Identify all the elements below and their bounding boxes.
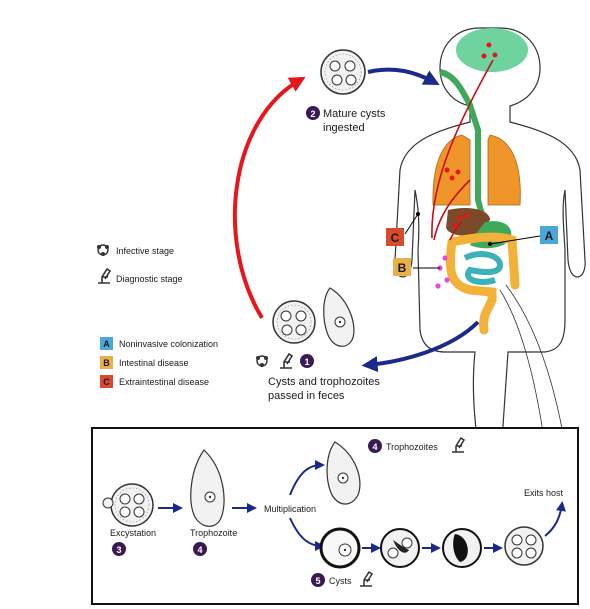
cyst-seq-4 xyxy=(504,526,544,566)
step-2-number: 2 xyxy=(310,109,315,119)
step-5-badge xyxy=(311,573,325,587)
label-c-box: C xyxy=(386,212,420,246)
diagnostic-stage-icon xyxy=(98,267,112,284)
legend-a-swatch xyxy=(100,337,113,350)
step-4-number: 4 xyxy=(197,545,202,555)
excystation-label: Excystation xyxy=(110,528,156,538)
cyst-seq-1 xyxy=(319,527,361,569)
legend: Infective stage Diagnostic stage A Nonin… xyxy=(97,244,218,388)
legend-c-text: Extraintestinal disease xyxy=(119,377,209,387)
legend-b-swatch xyxy=(100,356,113,369)
legend-diagnostic-label: Diagnostic stage xyxy=(116,274,183,284)
legend-a-letter: A xyxy=(103,339,110,349)
trophozoite-label: Trophozoite xyxy=(190,528,237,538)
microscope-icon-cysts xyxy=(360,570,374,587)
step-2-line2: ingested xyxy=(323,122,365,134)
step-4b-number: 4 xyxy=(372,442,377,452)
label-b-text: B xyxy=(398,261,407,275)
step-4-badge xyxy=(193,542,207,556)
cyst-step-1 xyxy=(272,300,316,344)
legend-c-letter: C xyxy=(103,377,110,387)
trophozoite-upper xyxy=(326,441,361,505)
step-1-badge xyxy=(300,354,314,368)
step-4b-badge xyxy=(368,439,382,453)
trophozoite-inset xyxy=(190,449,225,527)
label-c-text: C xyxy=(391,231,400,245)
infective-stage-icon xyxy=(97,244,109,256)
right-lung-shape xyxy=(487,134,521,206)
legend-b-letter: B xyxy=(103,358,110,368)
label-a-text: A xyxy=(545,229,554,243)
excystation-cyst xyxy=(102,483,154,527)
step-1-line1: Cysts and trophozoites xyxy=(268,376,380,388)
trophozoites-label: Trophozoites xyxy=(386,442,438,452)
step-2-line1: Mature cysts xyxy=(323,108,386,120)
cyst-seq-2 xyxy=(380,528,420,568)
legend-c-swatch xyxy=(100,375,113,388)
step-3-badge xyxy=(112,542,126,556)
ingestion-arrow xyxy=(367,67,440,85)
microscope-icon-trophozoites xyxy=(452,436,466,453)
cysts-label: Cysts xyxy=(329,576,352,586)
cyst-seq-3 xyxy=(442,528,482,568)
small-intestine-shape xyxy=(463,251,504,285)
brain-shape xyxy=(456,28,528,72)
step-1-line2: passed in feces xyxy=(268,390,345,402)
infective-icon-step-1 xyxy=(256,355,268,367)
label-b-box: B xyxy=(393,258,440,276)
step-5-number: 5 xyxy=(315,576,320,586)
mature-cyst-top xyxy=(320,49,366,95)
feces-arrow xyxy=(361,320,480,373)
trophozoite-step-1 xyxy=(323,287,355,347)
label-a-box: A xyxy=(488,226,558,246)
step-3-number: 3 xyxy=(116,545,121,555)
step-1-number: 1 xyxy=(304,357,309,367)
legend-a-text: Noninvasive colonization xyxy=(119,339,218,349)
multiplication-label: Multiplication xyxy=(264,504,316,514)
legend-b-text: Intestinal disease xyxy=(119,358,189,368)
legend-infective-label: Infective stage xyxy=(116,246,174,256)
microscope-icon-step-1 xyxy=(280,352,294,369)
exits-host-label: Exits host xyxy=(524,488,564,498)
step-2-badge xyxy=(306,106,320,120)
red-cycle-arrow xyxy=(232,76,306,320)
